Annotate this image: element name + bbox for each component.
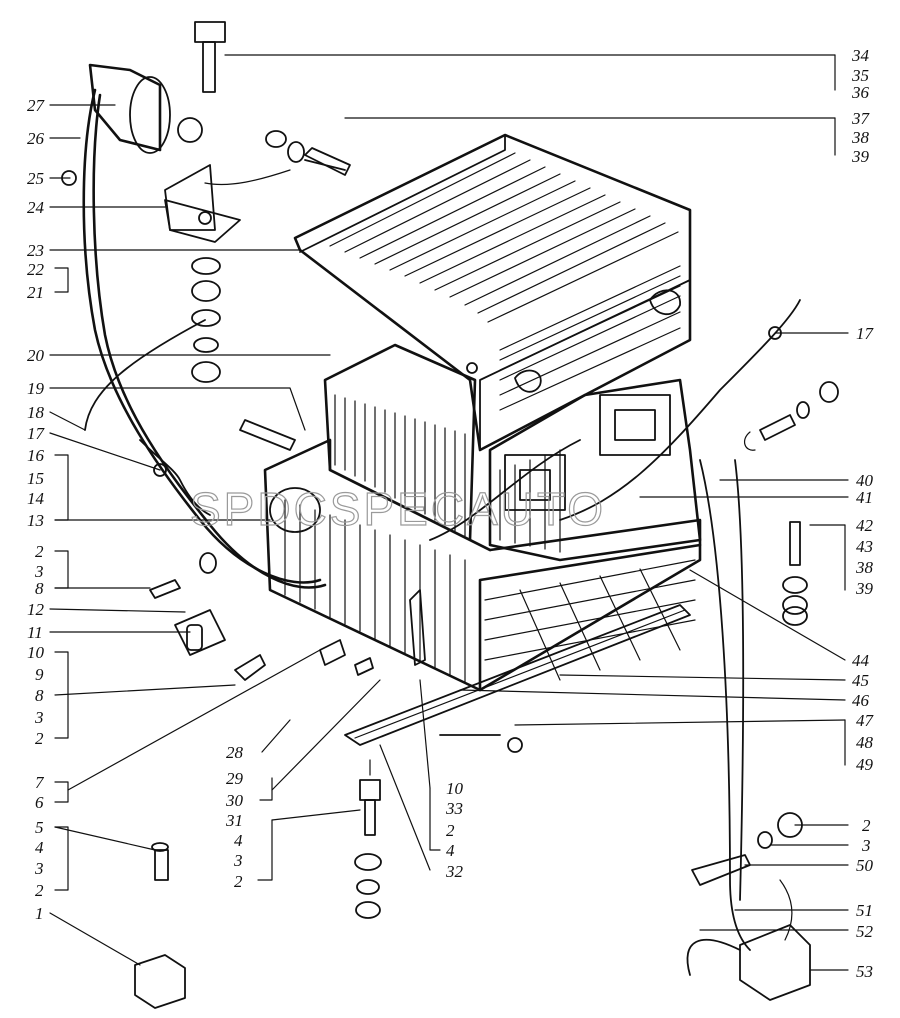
callout-8-a: 8 bbox=[35, 579, 44, 598]
callout-2-a: 2 bbox=[35, 542, 44, 561]
callout-2-d: 2 bbox=[862, 816, 871, 835]
callout-20: 20 bbox=[27, 346, 45, 365]
callout-9: 9 bbox=[35, 665, 44, 684]
callout-8-b: 8 bbox=[35, 686, 44, 705]
callout-2-b: 2 bbox=[35, 729, 44, 748]
callout-3-e: 3 bbox=[233, 851, 243, 870]
callout-22: 22 bbox=[27, 260, 45, 279]
callout-4-a: 4 bbox=[35, 838, 44, 857]
battery-tray bbox=[263, 438, 702, 692]
callout-46: 46 bbox=[852, 691, 870, 710]
callout-40: 40 bbox=[856, 471, 874, 490]
callout-52: 52 bbox=[856, 922, 874, 941]
callout-14: 14 bbox=[27, 489, 45, 508]
callout-36: 36 bbox=[851, 83, 870, 102]
callout-35: 35 bbox=[851, 66, 869, 85]
callout-16: 16 bbox=[27, 446, 45, 465]
callout-51: 51 bbox=[856, 901, 873, 920]
callout-21: 21 bbox=[27, 283, 44, 302]
callout-28: 28 bbox=[226, 743, 244, 762]
leader-lines bbox=[49, 54, 849, 971]
callout-3-c: 3 bbox=[34, 859, 44, 878]
callout-5: 5 bbox=[35, 818, 44, 837]
callout-50: 50 bbox=[856, 856, 874, 875]
callout-25: 25 bbox=[27, 169, 44, 188]
callout-3-b: 3 bbox=[34, 708, 44, 727]
callout-34: 34 bbox=[851, 46, 870, 65]
callout-2-f: 2 bbox=[446, 821, 455, 840]
callout-10-b: 10 bbox=[446, 779, 464, 798]
callout-6: 6 bbox=[35, 793, 44, 812]
callout-18: 18 bbox=[27, 403, 45, 422]
callout-2-c: 2 bbox=[35, 881, 44, 900]
callout-17-right: 17 bbox=[856, 324, 875, 343]
callout-26: 26 bbox=[27, 129, 45, 148]
callout-42: 42 bbox=[856, 516, 874, 535]
callout-30: 30 bbox=[225, 791, 244, 810]
callout-29: 29 bbox=[226, 769, 244, 788]
callout-53: 53 bbox=[856, 962, 873, 981]
callout-24: 24 bbox=[27, 198, 45, 217]
callout-38-b: 38 bbox=[855, 558, 874, 577]
callout-38-a: 38 bbox=[851, 128, 870, 147]
battery-cover bbox=[293, 133, 692, 452]
watermark-text: SPDCSPECAUTO bbox=[190, 483, 606, 535]
callout-4-b: 4 bbox=[234, 831, 243, 850]
callout-13: 13 bbox=[27, 511, 44, 530]
callout-49: 49 bbox=[856, 755, 874, 774]
callout-10: 10 bbox=[27, 643, 45, 662]
callout-32: 32 bbox=[445, 862, 464, 881]
callout-33: 33 bbox=[445, 799, 463, 818]
callout-1: 1 bbox=[35, 904, 44, 923]
callout-3-a: 3 bbox=[34, 562, 44, 581]
callout-19: 19 bbox=[27, 379, 45, 398]
callout-3-d: 3 bbox=[861, 836, 871, 855]
callout-48: 48 bbox=[856, 733, 874, 752]
callout-41: 41 bbox=[856, 488, 873, 507]
callout-44: 44 bbox=[852, 651, 870, 670]
callout-2-e: 2 bbox=[234, 872, 243, 891]
callout-45: 45 bbox=[852, 671, 869, 690]
battery-switch bbox=[88, 63, 241, 243]
callout-23: 23 bbox=[27, 241, 44, 260]
tray-strip bbox=[344, 604, 691, 753]
callout-43: 43 bbox=[856, 537, 873, 556]
callout-39-b: 39 bbox=[855, 579, 874, 598]
callout-17-left: 17 bbox=[27, 424, 46, 443]
callout-15: 15 bbox=[27, 469, 44, 488]
callout-12: 12 bbox=[27, 600, 45, 619]
callout-47: 47 bbox=[856, 711, 875, 730]
cables bbox=[61, 88, 801, 976]
callout-7: 7 bbox=[35, 773, 45, 792]
callout-27: 27 bbox=[27, 96, 46, 115]
callout-4-c: 4 bbox=[446, 841, 455, 860]
callout-31: 31 bbox=[225, 811, 243, 830]
callout-39-a: 39 bbox=[851, 147, 870, 166]
callout-numbers: 27 26 25 24 23 22 21 20 19 18 17 16 15 1… bbox=[27, 46, 875, 981]
callout-37: 37 bbox=[851, 109, 871, 128]
callout-11: 11 bbox=[27, 623, 43, 642]
